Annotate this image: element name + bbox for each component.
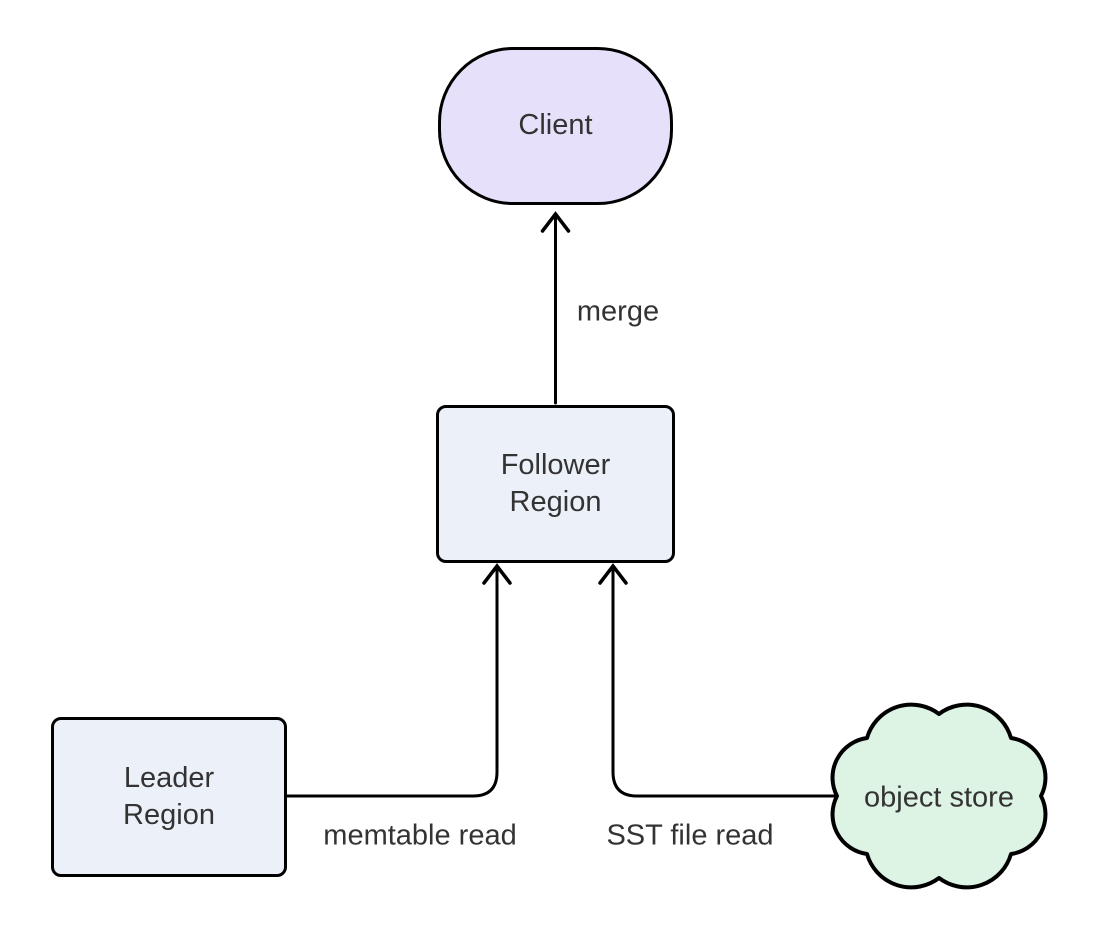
node-leader-region: Leader Region (51, 717, 287, 877)
edge-sst-file-read-line (611, 567, 847, 798)
edge-sst-file-read-arrowhead-icon (598, 563, 628, 585)
node-object-store-label: object store (864, 781, 1014, 814)
node-leader-region-label: Leader Region (123, 761, 215, 831)
edge-merge-arrowhead-icon (540, 211, 571, 233)
edge-label-merge: merge (572, 295, 664, 329)
edge-memtable-read-arrowhead-icon (482, 563, 512, 585)
edge-label-memtable-read: memtable read (319, 819, 521, 853)
node-client: Client (438, 47, 673, 205)
node-object-store-cloud-shape (830, 702, 1048, 890)
node-follower-region-label: Follower Region (500, 448, 611, 518)
edge-label-sst-file-read: SST file read (602, 819, 778, 853)
node-client-label: Client (518, 109, 593, 142)
edge-memtable-read-line (280, 567, 499, 798)
node-follower-region: Follower Region (436, 405, 675, 563)
